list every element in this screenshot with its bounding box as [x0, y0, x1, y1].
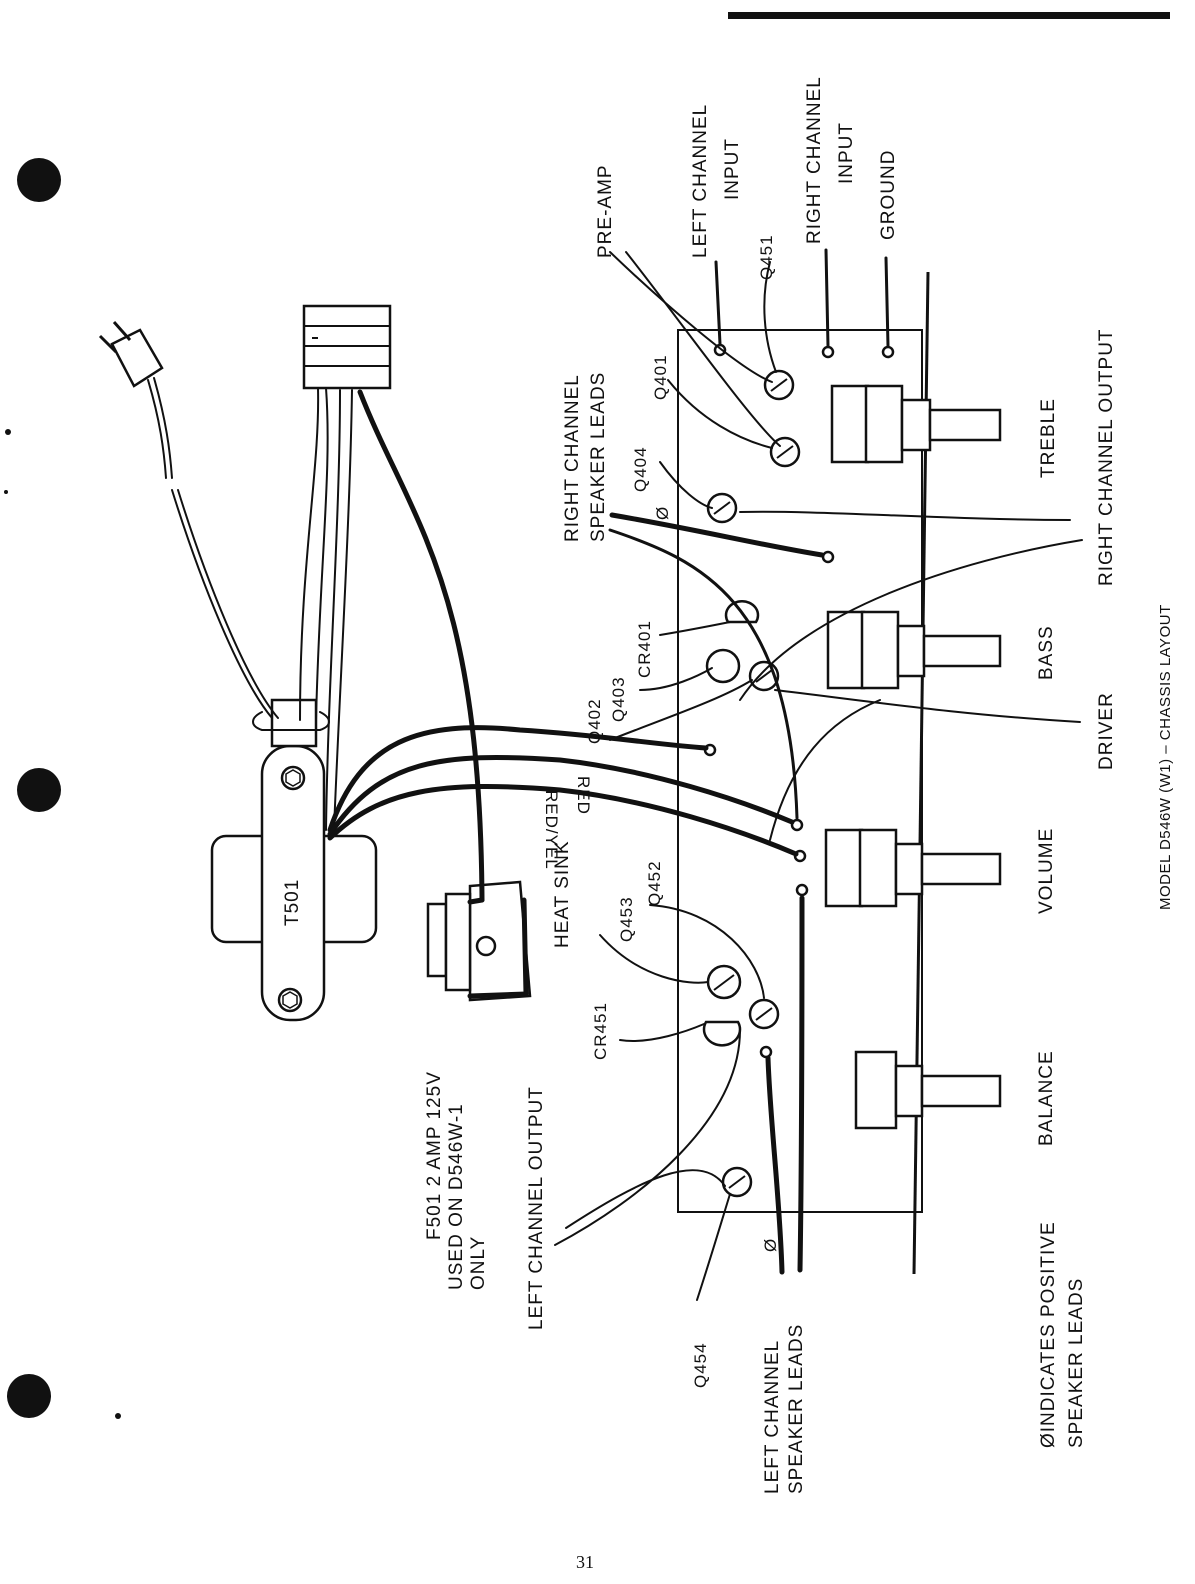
label-right-channel-output: RIGHT CHANNEL OUTPUT — [1096, 328, 1117, 586]
binder-hole-top — [17, 158, 61, 202]
terminal-strip — [302, 304, 392, 390]
label-q452: Q452 — [645, 860, 664, 906]
positive-marker-right: Ø — [653, 506, 672, 520]
output-leads — [554, 510, 1083, 1275]
label-indicates-line2: SPEAKER LEADS — [1066, 1278, 1087, 1448]
label-left-speaker-leads-1: LEFT CHANNEL — [762, 1340, 783, 1494]
q452-transistor — [748, 998, 780, 1030]
label-left-channel-output: LEFT CHANNEL OUTPUT — [526, 1086, 547, 1330]
label-treble: TREBLE — [1038, 398, 1059, 478]
label-f501-line2: USED ON D546W-1 — [446, 1103, 467, 1290]
binder-hole-bottom — [7, 1374, 51, 1418]
label-right-channel-input-1: RIGHT CHANNEL — [804, 76, 825, 244]
balance-control — [854, 1050, 1002, 1130]
label-left-channel-input-2: INPUT — [722, 138, 743, 200]
label-wire-red: RED — [574, 776, 593, 815]
bass-control — [826, 610, 1002, 690]
label-left-speaker-leads-2: SPEAKER LEADS — [786, 1324, 807, 1494]
label-ground: GROUND — [878, 150, 899, 240]
treble-control — [830, 384, 1002, 464]
wiring-harness — [299, 387, 799, 999]
label-q404: Q404 — [631, 446, 650, 492]
q454-transistor — [721, 1166, 753, 1198]
top-rule — [728, 12, 1170, 19]
page-number: 31 — [576, 1552, 594, 1572]
q453-transistor — [706, 964, 742, 1000]
label-q403: Q403 — [609, 676, 628, 722]
q451-transistor — [763, 369, 795, 401]
label-cr451: CR451 — [591, 1002, 610, 1060]
label-f501-line1: F501 2 AMP 125V — [424, 1071, 445, 1240]
leader-lines — [599, 251, 781, 1301]
label-q451: Q451 — [757, 234, 776, 280]
power-cord — [147, 377, 279, 719]
label-right-channel-input-2: INPUT — [836, 122, 857, 184]
speck — [5, 429, 11, 435]
label-balance: BALANCE — [1036, 1050, 1057, 1146]
cr451-diode — [702, 1020, 742, 1047]
label-pre-amp: PRE-AMP — [595, 164, 616, 258]
binder-hole-middle — [17, 768, 61, 812]
label-cr401: CR401 — [635, 620, 654, 678]
f501-fuse — [426, 880, 532, 1002]
label-heat-sink: HEAT SINK — [552, 840, 573, 948]
label-indicates-line1: ØINDICATES POSITIVE — [1038, 1221, 1059, 1448]
label-volume: VOLUME — [1036, 828, 1057, 914]
label-f501-line3: ONLY — [468, 1236, 489, 1290]
model-caption: MODEL D546W (W1) – CHASSIS LAYOUT — [1157, 604, 1174, 910]
label-wire-red-yel: RED/YEL — [542, 790, 561, 870]
label-driver: DRIVER — [1096, 692, 1117, 770]
label-left-channel-input-1: LEFT CHANNEL — [690, 104, 711, 258]
label-q401: Q401 — [651, 354, 670, 400]
volume-control — [824, 828, 1002, 908]
label-q453: Q453 — [617, 896, 636, 942]
q403-transistor — [705, 648, 741, 684]
speck — [115, 1413, 121, 1419]
label-t501: T501 — [282, 879, 303, 926]
label-bass: BASS — [1036, 625, 1057, 680]
q404-transistor — [706, 492, 738, 524]
label-right-speaker-leads-2: SPEAKER LEADS — [588, 372, 609, 542]
input-leads — [713, 248, 895, 359]
label-right-speaker-leads-1: RIGHT CHANNEL — [562, 374, 583, 542]
speck — [4, 490, 8, 494]
positive-marker-left: Ø — [761, 1238, 780, 1252]
t501-transformer — [210, 698, 378, 1022]
label-q454: Q454 — [691, 1342, 710, 1388]
power-plug — [98, 321, 164, 388]
label-q402: Q402 — [585, 698, 604, 744]
